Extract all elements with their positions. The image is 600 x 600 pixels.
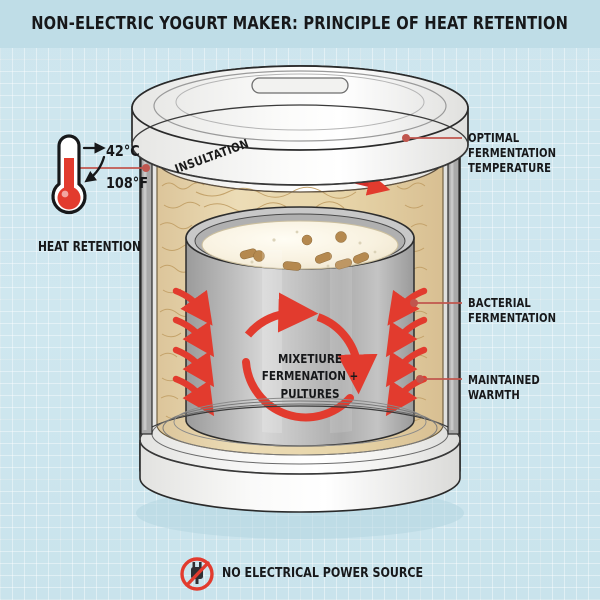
heat-arrows-left — [172, 287, 215, 417]
center-cycle-label: MIXETIURE FERMENATION + PULTURES — [261, 351, 359, 401]
callout-anchor-dots — [142, 134, 424, 383]
heat-retention-caption: HEAT RETENTION — [38, 240, 141, 255]
title-bar: NON-ELECTRIC YOGURT MAKER: PRINCIPLE OF … — [0, 0, 600, 48]
yogurt-surface — [201, 220, 399, 270]
thermometer-pointers — [82, 142, 106, 183]
bacteria-cultures — [239, 231, 369, 271]
lid-handle-slot[interactable] — [251, 77, 349, 94]
callout-label-bacterial-fermentation: BACTERIAL FERMENTATION — [468, 295, 557, 326]
no-power-icon — [180, 557, 214, 591]
temperature-fahrenheit: 108°F — [106, 174, 148, 192]
callout-label-maintained-warmth: MAINTAINED WARMTH — [468, 372, 540, 403]
thermometer-icon — [51, 134, 87, 215]
callout-label-optimal-fermentation-temperature: OPTIMAL FERMENTATION TEMPERATURE — [468, 130, 557, 176]
temperature-celsius: 42°C — [106, 142, 140, 160]
base-foot — [139, 397, 461, 513]
lid[interactable] — [131, 65, 469, 186]
page-title: NON-ELECTRIC YOGURT MAKER: PRINCIPLE OF … — [31, 14, 569, 34]
callout-leaders — [78, 137, 462, 380]
fermentation-cycle-arrows — [242, 292, 378, 422]
yogurt-bubbles — [250, 230, 377, 268]
no-power-label: NO ELECTRICAL POWER SOURCE — [222, 566, 424, 581]
